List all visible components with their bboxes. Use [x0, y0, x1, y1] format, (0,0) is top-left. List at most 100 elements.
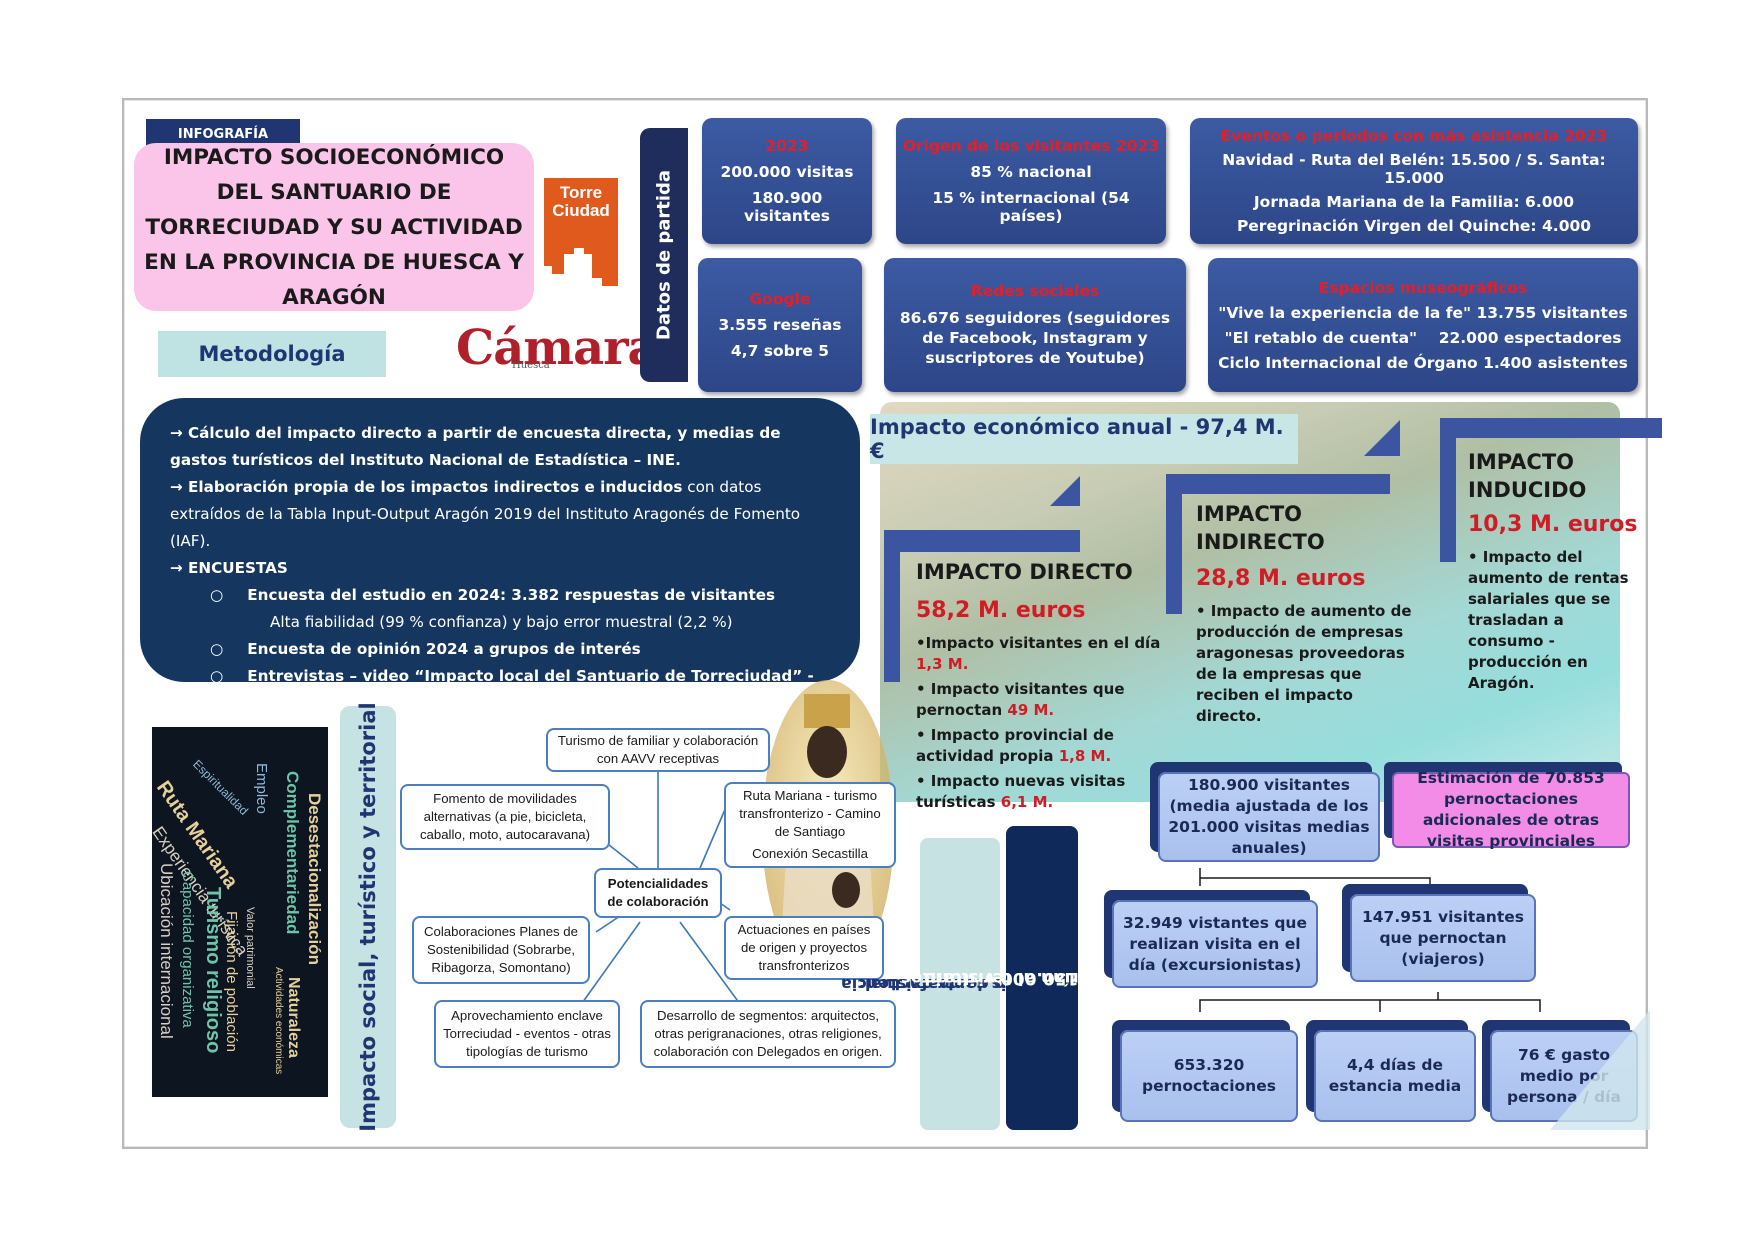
- wordcloud-word: Actividades económicas: [273, 967, 284, 1075]
- impacto-social-tab: Impacto social, turístico y territorial: [340, 702, 396, 1132]
- stat-line: 3.555 reseñas: [718, 316, 842, 334]
- impacto-directo-value: 58,2 M. euros: [916, 598, 1086, 623]
- directo-item-value: 6,1 M.: [1000, 793, 1054, 811]
- wordcloud-word: Desestacionalización: [305, 793, 324, 965]
- stat-box-redes: Redes sociales 86.676 seguidores (seguid…: [884, 258, 1186, 392]
- node-conexion-secastilla: Conexión Secastilla: [752, 846, 868, 861]
- impacto-economico-label: Impacto económico anual - 97,4 M. €: [870, 414, 1298, 464]
- impacto-indirecto-text: • Impacto de aumento de producción de em…: [1196, 602, 1412, 725]
- stat-box-eventos: Eventos o periodos con más asistencia 20…: [1190, 118, 1638, 244]
- stat-line: Ciclo Internacional de Órgano 1.400 asis…: [1218, 353, 1628, 372]
- stat-box-2023: 2023 200.000 visitas 180.900 visitantes: [702, 118, 872, 244]
- node-potencialidades-center: Potencialidades de colaboración: [594, 868, 722, 918]
- tree-estancia-media: 4,4 días de estancia media: [1314, 1030, 1476, 1122]
- tree-root-visitantes: 180.900 visitantes (media ajustada de lo…: [1158, 772, 1380, 862]
- directo-item-value: 1,3 M.: [916, 655, 969, 673]
- stat-line: 86.676 seguidores (seguidores de Faceboo…: [899, 309, 1171, 367]
- impacto-inducido-heading-2: INDUCIDO: [1468, 478, 1587, 502]
- datos-de-partida-tab: Datos de partida: [640, 128, 688, 382]
- node-movilidades: Fomento de movilidades alternativas (a p…: [400, 784, 610, 850]
- wordcloud-word: Complementariedad: [283, 771, 302, 935]
- logo-text-ciudad: Ciudad: [552, 201, 610, 220]
- tree-viajeros: 147.951 visitantes que pernoctan (viajer…: [1350, 894, 1536, 982]
- bullet: ○: [210, 667, 224, 685]
- bullet: ○: [210, 640, 224, 658]
- metod-sub-3: Entrevistas – video “Impacto local del S…: [210, 667, 814, 712]
- impacto-indirecto-heading-1: IMPACTO: [1196, 502, 1303, 526]
- page-title: IMPACTO SOCIOECONÓMICO DEL SANTUARIO DE …: [134, 143, 534, 311]
- metod-line-2b: con datos extraídos de la Tabla Input-Ou…: [170, 478, 801, 550]
- directo-item-value: 1,8 M.: [1058, 747, 1112, 765]
- metod-sub-1: Encuesta del estudio en 2024: 3.382 resp…: [247, 586, 776, 604]
- impacto-inducido-heading-1: IMPACTO: [1468, 450, 1575, 474]
- metod-line-3: → ENCUESTAS: [170, 559, 288, 577]
- node-ruta-mariana-text: Ruta Mariana - turismo transfronterizo -…: [739, 788, 881, 839]
- metodologia-label: Metodología: [158, 331, 386, 377]
- stat-title: Eventos o periodos con más asistencia 20…: [1220, 127, 1608, 145]
- impacto-inducido-value: 10,3 M. euros: [1468, 512, 1638, 537]
- directo-item: • Impacto provincial de actividad propia: [916, 726, 1114, 765]
- impacto-indirecto-heading-2: INDIRECTO: [1196, 530, 1325, 554]
- inducido-bracket: [1440, 418, 1662, 562]
- stat-title: Espacios museográficos: [1318, 278, 1528, 297]
- node-actuaciones-paises: Actuaciones en países de origen y proyec…: [724, 916, 884, 980]
- tree-connectors: [1199, 868, 1541, 1012]
- camara-logo-sub: Huesca: [512, 360, 550, 371]
- directo-item-value: 49 M.: [1007, 701, 1055, 719]
- wordcloud-word: Capacidad organizativa: [179, 871, 196, 1028]
- stat-box-espacios: Espacios museográficos "Vive la experien…: [1208, 258, 1638, 392]
- directo-item: • Impacto nuevas visitas turísticas: [916, 772, 1126, 811]
- stat-title: Redes sociales: [970, 282, 1100, 300]
- indirecto-bracket: [1166, 474, 1390, 614]
- metod-line-2a: → Elaboración propia de los impactos ind…: [170, 478, 683, 496]
- impacto-indirecto-value: 28,8 M. euros: [1196, 566, 1366, 591]
- node-ruta-mariana: Ruta Mariana - turismo transfronterizo -…: [724, 782, 896, 868]
- node-aprovechamiento: Aprovechamiento enclave Torreciudad - ev…: [434, 1000, 620, 1068]
- reservoir-landscape-image: [880, 402, 1620, 802]
- tree-pernoctaciones: 653.320 pernoctaciones: [1120, 1030, 1298, 1122]
- node-desarrollo-segmentos: Desarrollo de segmentos: arquitectos, ot…: [640, 1000, 896, 1068]
- tree-excursionistas: 32.949 vistantes que realizan visita en …: [1112, 900, 1318, 988]
- stat-line: 4,7 sobre 5: [730, 342, 830, 360]
- node-turismo-familiar: Turismo de familiar y colaboración con A…: [546, 728, 770, 772]
- stat-line: "Vive la experiencia de la fe" 13.755 vi…: [1218, 303, 1628, 322]
- stat-title: Origen de los visitantes 2023: [902, 137, 1160, 155]
- directo-bracket: [884, 530, 1080, 682]
- impacto-social-label: Impacto social, turístico y territorial: [356, 702, 380, 1132]
- impacto-indirecto-block: IMPACTO INDIRECTO 28,8 M. euros • Impact…: [1196, 500, 1416, 727]
- word-cloud-image: Desestacionalización Complementariedad N…: [152, 727, 328, 1097]
- metod-sub-2: Encuesta de opinión 2024 a grupos de int…: [247, 640, 641, 658]
- stat-title: 2023: [765, 137, 809, 155]
- stat-line: "El retablo de cuenta" 22.000 espectador…: [1224, 328, 1622, 347]
- stat-box-google: Google 3.555 reseñas 4,7 sobre 5: [698, 258, 862, 392]
- metod-line-1: → Cálculo del impacto directo a partir d…: [170, 424, 781, 469]
- logo-text-torre: Torre: [560, 183, 602, 202]
- impacto-inducido-block: IMPACTO INDUCIDO 10,3 M. euros • Impacto…: [1468, 448, 1644, 694]
- stat-line: Peregrinación Virgen del Quinche: 4.000: [1236, 217, 1592, 235]
- torreciudad-logo: Torre Ciudad: [544, 178, 618, 298]
- bullet: ○: [210, 586, 224, 604]
- corner-decoration: [1550, 1010, 1650, 1130]
- contrafactual-tab: Análisis contrafactual:Supuesto de no ex…: [841, 838, 1079, 1130]
- camara-logo: Cámara: [456, 320, 659, 376]
- wordcloud-word: Naturaleza: [285, 977, 302, 1058]
- stat-title: Google: [749, 290, 811, 308]
- stat-line: 180.900 visitantes: [743, 189, 830, 225]
- wordcloud-word: Ubicación internacional: [157, 863, 176, 1039]
- stat-line: 85 % nacional: [970, 163, 1092, 181]
- directo-item: •Impacto visitantes en el día: [916, 634, 1161, 652]
- wordcloud-word: Valor patrimonial: [244, 907, 256, 989]
- stat-box-origen: Origen de los visitantes 2023 85 % nacio…: [896, 118, 1166, 244]
- stat-line: Jornada Mariana de la Familia: 6.000: [1253, 193, 1575, 211]
- infographic-frame: [122, 98, 1648, 1149]
- impacto-inducido-text: • Impacto del aumento de rentas salarial…: [1468, 548, 1629, 692]
- directo-item: • Impacto visitantes que pernoctan: [916, 680, 1125, 719]
- stat-line: Navidad - Ruta del Belén: 15.500 / S. Sa…: [1222, 151, 1606, 187]
- stat-line: 15 % internacional (54 países): [932, 189, 1130, 225]
- impacto-directo-heading: IMPACTO DIRECTO: [916, 560, 1133, 584]
- wordcloud-word: Fijación de población: [223, 911, 240, 1052]
- metodologia-box: → Cálculo del impacto directo a partir d…: [140, 398, 860, 712]
- node-planes-sostenibilidad: Colaboraciones Planes de Sostenibilidad …: [412, 916, 590, 984]
- wordcloud-word: Empleo: [253, 763, 270, 814]
